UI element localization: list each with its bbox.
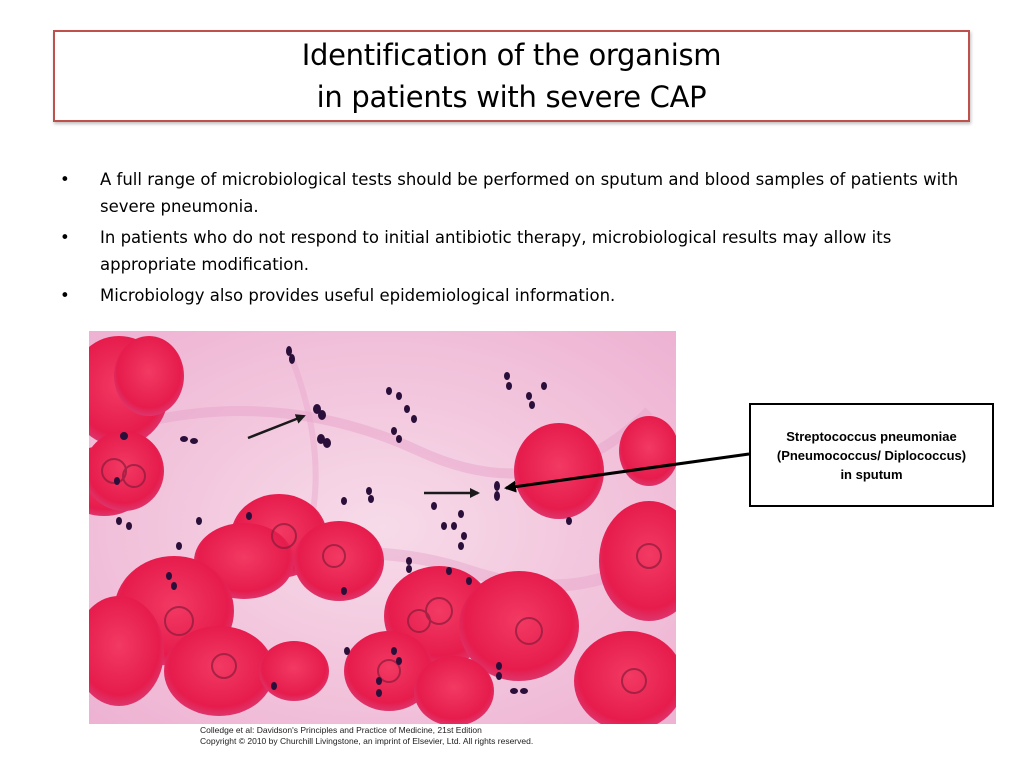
- slide-title-line-2: in patients with severe CAP: [316, 80, 707, 114]
- bullet-item: • In patients who do not respond to init…: [60, 224, 980, 278]
- bullet-item: • A full range of microbiological tests …: [60, 166, 980, 220]
- bullet-item: • Microbiology also provides useful epid…: [60, 282, 980, 309]
- figure-credit: Colledge et al: Davidson's Principles an…: [200, 725, 533, 747]
- callout-line-2: (Pneumococcus/ Diplococcus): [776, 447, 967, 463]
- slide-title-box: Identification of the organism in patien…: [53, 30, 970, 122]
- figure-credit-line-1: Colledge et al: Davidson's Principles an…: [200, 725, 482, 735]
- bacteria-diplococci: [114, 346, 572, 697]
- bullet-text: In patients who do not respond to initia…: [100, 228, 892, 274]
- callout-line-1: Streptococcus pneumoniae: [786, 428, 957, 444]
- slide-title-line-1: Identification of the organism: [301, 38, 722, 72]
- callout-label-box: Streptococcus pneumoniae (Pneumococcus/ …: [749, 403, 994, 507]
- bullet-symbol: •: [60, 170, 70, 189]
- figure-credit-line-2: Copyright © 2010 by Churchill Livingston…: [200, 736, 534, 746]
- cell-nuclei: [101, 458, 662, 694]
- bullet-symbol: •: [60, 228, 70, 247]
- sputum-gram-stain-micrograph: [89, 331, 676, 724]
- bullet-list: • A full range of microbiological tests …: [60, 166, 980, 313]
- bullet-text: A full range of microbiological tests sh…: [100, 170, 959, 216]
- bullet-text: Microbiology also provides useful epidem…: [100, 286, 616, 305]
- bullet-symbol: •: [60, 286, 70, 305]
- callout-line-3: in sputum: [840, 466, 903, 482]
